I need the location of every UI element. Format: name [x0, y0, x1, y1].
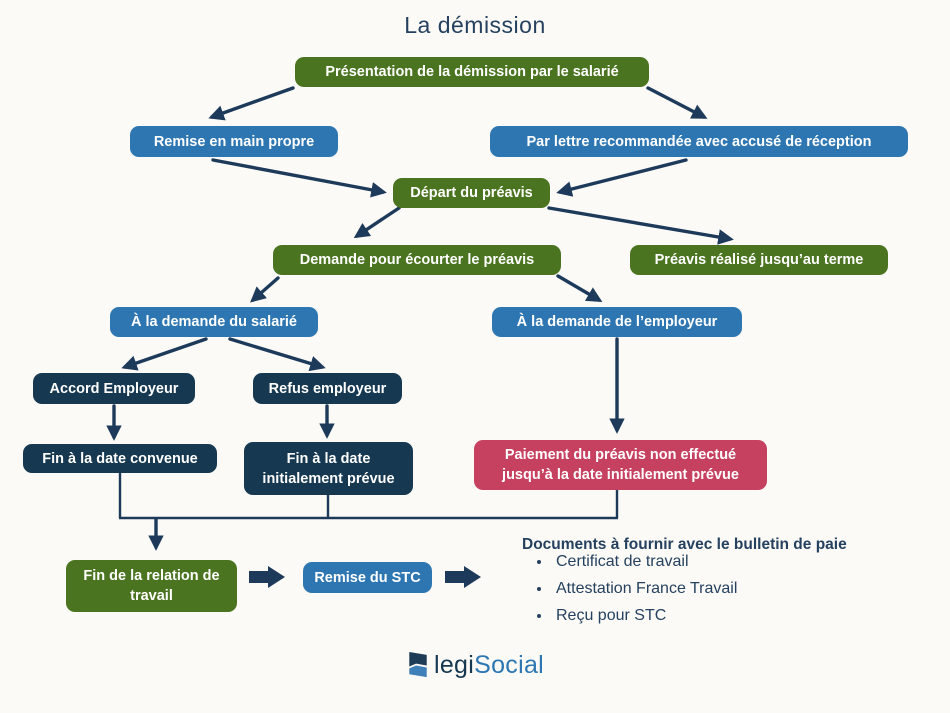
legisocial-book-icon — [409, 651, 427, 678]
logo-text: legiSocial — [434, 653, 544, 678]
list-item: Attestation France Travail — [552, 580, 737, 598]
node-preavis-realise-terme: Préavis réalisé jusqu’au terme — [630, 245, 888, 275]
documents-heading: Documents à fournir avec le bulletin de … — [522, 536, 847, 553]
node-demande-ecourter-preavis: Demande pour écourter le préavis — [273, 245, 561, 275]
node-accord-employeur: Accord Employeur — [33, 373, 195, 404]
node-remise-stc: Remise du STC — [303, 562, 432, 593]
documents-list: Certificat de travail Attestation France… — [534, 553, 737, 634]
logo-text-legi: legi — [433, 651, 475, 679]
logo-text-social: Social — [474, 651, 545, 679]
node-depart-preavis: Départ du préavis — [393, 178, 550, 208]
node-demande-salarie: À la demande du salarié — [110, 307, 318, 337]
list-item: Reçu pour STC — [552, 607, 737, 625]
page-title: La démission — [404, 12, 546, 38]
node-demande-employeur: À la demande de l’employeur — [492, 307, 742, 337]
node-fin-relation-travail: Fin de la relation de travail — [66, 560, 237, 612]
node-presentation-demission: Présentation de la démission par le sala… — [295, 57, 649, 87]
legisocial-logo: legiSocial — [0, 650, 950, 681]
node-paiement-preavis-non-effectue: Paiement du préavis non effectué jusqu’à… — [474, 440, 767, 490]
node-lettre-recommandee: Par lettre recommandée avec accusé de ré… — [490, 126, 908, 157]
node-fin-date-convenue: Fin à la date convenue — [23, 444, 217, 473]
thick-arrow-icons — [249, 566, 481, 588]
list-item: Certificat de travail — [552, 553, 737, 571]
node-remise-main-propre: Remise en main propre — [130, 126, 338, 157]
node-fin-date-initialement-prevue: Fin à la date initialement prévue — [244, 442, 413, 495]
node-refus-employeur: Refus employeur — [253, 373, 402, 404]
